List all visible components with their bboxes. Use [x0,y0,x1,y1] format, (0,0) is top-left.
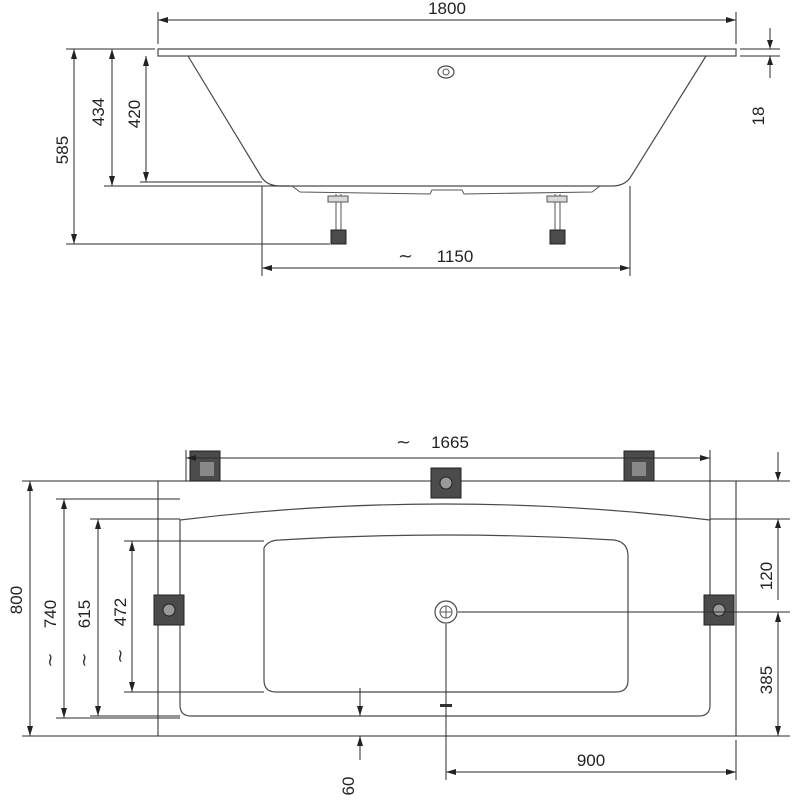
leg-icon [546,194,568,245]
tub-body-side [187,55,707,187]
tub-shell-top [179,503,711,717]
approx-740: ~ [40,652,61,667]
mounting-bracket-icon [430,467,462,499]
approx-472: ~ [110,648,131,663]
dim-585: 585 [53,136,72,164]
dim-434: 434 [89,98,108,126]
dim-1665: 1665 [431,433,469,452]
tub-base [291,185,601,195]
dim-800: 800 [7,586,26,614]
dim-18: 18 [749,107,768,126]
dim-900: 900 [577,751,605,770]
approx-1665: ~ [396,432,411,453]
top-view: ~ 1665 800 740 ~ 615 ~ 472 ~ [7,432,790,795]
tub-basin [263,534,629,693]
tub-rim [157,48,737,57]
approx-615: ~ [74,652,95,667]
dim-420: 420 [125,100,144,128]
dim-740: 740 [41,600,60,628]
approx-1150: ~ [398,246,413,267]
side-view: 1800 18 585 434 420 ~ 1150 [53,0,780,276]
leg-icon [327,194,349,245]
dim-472: 472 [111,598,130,626]
drain-icon [437,65,455,79]
dim-120: 120 [757,562,776,590]
dim-385: 385 [757,666,776,694]
mounting-bracket-icon [153,594,185,626]
mounting-bracket-icon [703,594,735,626]
dim-1150: 1150 [437,247,474,266]
mounting-bracket-icon [623,450,655,482]
dim-1800: 1800 [428,0,466,18]
dim-60: 60 [339,777,358,796]
drain-icon [434,600,458,624]
drain-inner-icon [442,68,450,76]
dim-615: 615 [75,600,94,628]
tub-outline [157,480,737,737]
